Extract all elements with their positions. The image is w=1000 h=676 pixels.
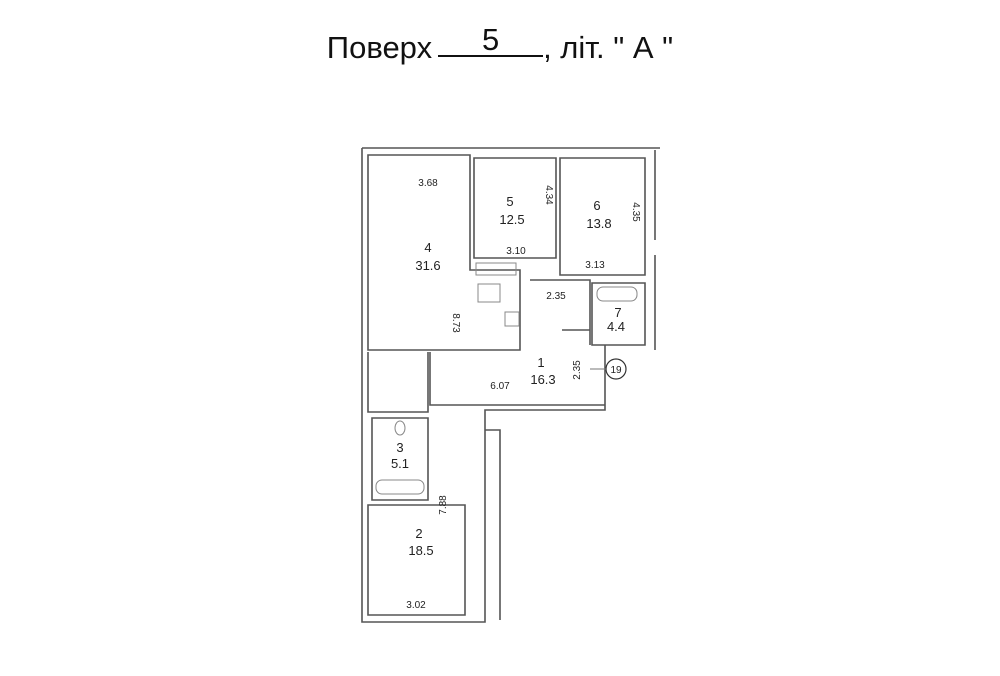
walls [361,147,660,623]
marker-number: 19 [610,365,622,376]
room-labels: 4 31.6 5 12.5 6 13.8 7 4.4 1 16.3 3 5.1 … [391,194,625,558]
room-3-number: 3 [396,440,403,455]
dimension: 3.02 [406,600,426,611]
dimension: 8.73 [450,313,461,333]
room-7-area: 4.4 [607,319,625,334]
room-2-area: 18.5 [408,543,433,558]
floor-label: Поверх [326,30,433,65]
room-4-area: 31.6 [415,258,440,273]
dimensions: 3.68 4.34 3.10 4.35 3.13 2.35 8.73 2.35 … [406,178,641,611]
room-5-number: 5 [506,194,513,209]
dimension: 3.68 [418,178,438,189]
room-1-area: 16.3 [530,372,555,387]
riser-marker: 19 [590,358,627,380]
dimension: 4.35 [630,202,641,222]
letter-label: , літ. " А " [543,30,674,65]
dimension: 4.34 [543,185,554,205]
floor-number: 5 [438,24,544,57]
dimension: 6.07 [490,381,510,392]
room-1-number: 1 [537,355,544,370]
room-3-area: 5.1 [391,456,409,471]
dimension: 3.13 [585,260,605,271]
room-2-number: 2 [415,526,422,541]
room-5-area: 12.5 [499,212,524,227]
dimension: 3.10 [506,246,526,257]
dimension: 7.88 [438,495,449,515]
room-7-number: 7 [614,305,621,320]
dimension: 2.35 [546,291,566,302]
dimension: 2.35 [572,360,583,380]
room-4-number: 4 [424,240,431,255]
room-6-area: 13.8 [586,216,611,231]
room-6-number: 6 [593,198,600,213]
